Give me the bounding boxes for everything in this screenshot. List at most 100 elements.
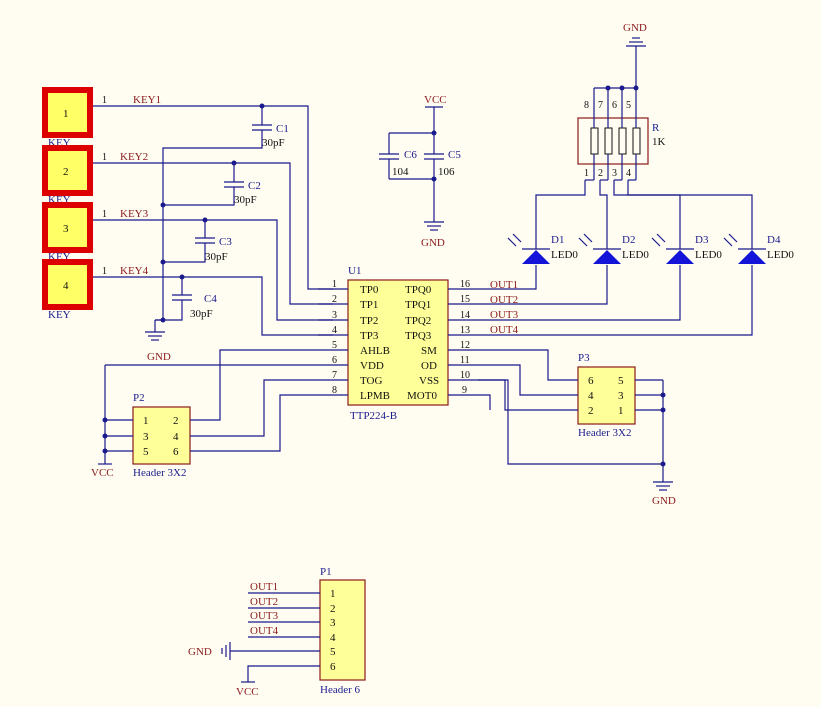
led-d1 bbox=[507, 180, 586, 264]
key2-pin-number: 1 bbox=[102, 152, 107, 163]
u1-pin-14-num: 14 bbox=[460, 310, 470, 321]
p1-name: P1 bbox=[320, 566, 332, 578]
vcc-label-caps: VCC bbox=[424, 94, 447, 106]
p1-part: Header 6 bbox=[320, 684, 361, 696]
c2-value: 30pF bbox=[234, 194, 257, 206]
u1-pin-7-num: 7 bbox=[332, 370, 337, 381]
net-out1-label: OUT1 bbox=[490, 279, 518, 291]
p3-pin-2: 2 bbox=[588, 405, 594, 417]
u1-pin-6-num: 6 bbox=[332, 355, 337, 366]
p1-pin-4: 4 bbox=[330, 632, 336, 644]
c1-value: 30pF bbox=[262, 137, 285, 149]
p2-pin-1: 1 bbox=[143, 415, 149, 427]
rnet-pin-6: 6 bbox=[612, 100, 617, 111]
u1-pin-1-num: 1 bbox=[332, 279, 337, 290]
p1-pin-6: 6 bbox=[330, 661, 336, 673]
net-out4-label: OUT4 bbox=[490, 324, 519, 336]
p1-pin-5: 5 bbox=[330, 646, 336, 658]
c6-value: 104 bbox=[392, 166, 409, 178]
net-out2-label: OUT2 bbox=[490, 294, 518, 306]
vcc-label-p1: VCC bbox=[236, 686, 259, 698]
gnd-label-caps: GND bbox=[421, 237, 445, 249]
header-p3 bbox=[478, 349, 673, 491]
u1-pin-5-num: 5 bbox=[332, 340, 337, 351]
u1-left-pin-names: TP0 TP1 TP2 TP3 AHLB VDD TOG LPMB bbox=[360, 284, 390, 402]
u1-pin-13-name: TPQ3 bbox=[405, 330, 432, 342]
u1-pin-8-name: LPMB bbox=[360, 390, 390, 402]
decoupling-capacitors bbox=[379, 106, 444, 231]
u1-pin-1-name: TP0 bbox=[360, 284, 379, 296]
key-pad-3: 3 KEY bbox=[42, 202, 93, 263]
p3-pin-3: 3 bbox=[618, 390, 624, 402]
key-pad-4: 4 KEY bbox=[42, 259, 93, 321]
p3-pin-1: 1 bbox=[618, 405, 624, 417]
key1-pin-number: 1 bbox=[102, 95, 107, 106]
u1-pin-2-num: 2 bbox=[332, 294, 337, 305]
rnet-pin-2: 2 bbox=[598, 168, 603, 179]
key-pad-4-number: 4 bbox=[63, 280, 69, 292]
u1-pin-2-name: TP1 bbox=[360, 299, 378, 311]
p3-pin-5: 5 bbox=[618, 375, 624, 387]
u1-pin-11-name: OD bbox=[421, 360, 437, 372]
u1-pin-13-num: 13 bbox=[460, 325, 470, 336]
p3-pin-6: 6 bbox=[588, 375, 594, 387]
key-pad-1: 1 KEY bbox=[42, 87, 93, 149]
rnet-pin-4: 4 bbox=[626, 168, 631, 179]
p2-pin-2: 2 bbox=[173, 415, 179, 427]
u1-pin-16-num: 16 bbox=[460, 279, 470, 290]
net-key4-label: KEY4 bbox=[120, 265, 149, 277]
d4-name: D4 bbox=[767, 234, 781, 246]
net-key3-label: KEY3 bbox=[120, 208, 149, 220]
gnd-label-rnet: GND bbox=[623, 22, 647, 34]
u1-designator: U1 bbox=[348, 265, 361, 277]
u1-pin-15-num: 15 bbox=[460, 294, 470, 305]
p2-pin-5: 5 bbox=[143, 446, 149, 458]
key-pad-3-number: 3 bbox=[63, 223, 69, 235]
net-key1-label: KEY1 bbox=[133, 94, 161, 106]
d1-value: LED0 bbox=[551, 249, 578, 261]
c1-name: C1 bbox=[276, 123, 289, 135]
u1-pin-10-name: VSS bbox=[419, 375, 439, 387]
c3-value: 30pF bbox=[205, 251, 228, 263]
key-pad-2: 2 KEY bbox=[42, 145, 93, 206]
d2-value: LED0 bbox=[622, 249, 649, 261]
p2-part: Header 3X2 bbox=[133, 467, 186, 479]
rnet-pin-3: 3 bbox=[612, 168, 617, 179]
u1-pin-3-num: 3 bbox=[332, 310, 337, 321]
key3-pin-number: 1 bbox=[102, 209, 107, 220]
p1-pin-1: 1 bbox=[330, 588, 336, 600]
p3-name: P3 bbox=[578, 352, 590, 364]
u1-pin-12-num: 12 bbox=[460, 340, 470, 351]
u1-pin-6-name: VDD bbox=[360, 360, 384, 372]
u1-pin-4-num: 4 bbox=[332, 325, 337, 336]
c3-name: C3 bbox=[219, 236, 232, 248]
d2-name: D2 bbox=[622, 234, 635, 246]
u1-right-pin-numbers: 16 15 14 13 12 11 10 9 bbox=[460, 279, 470, 396]
u1-chip bbox=[318, 279, 478, 406]
u1-pin-9-name: MOT0 bbox=[407, 390, 437, 402]
rnet-pin-7: 7 bbox=[598, 100, 603, 111]
c4-value: 30pF bbox=[190, 308, 213, 320]
p1-net-out4: OUT4 bbox=[250, 625, 279, 637]
p3-part: Header 3X2 bbox=[578, 427, 631, 439]
u1-pin-7-name: TOG bbox=[360, 375, 382, 387]
p2-name: P2 bbox=[133, 392, 145, 404]
c5-name: C5 bbox=[448, 149, 461, 161]
d3-name: D3 bbox=[695, 234, 709, 246]
p2-pin-3: 3 bbox=[143, 431, 149, 443]
u1-pin-4-name: TP3 bbox=[360, 330, 379, 342]
key-pad-4-label: KEY bbox=[48, 309, 71, 321]
gnd-label-p1: GND bbox=[188, 646, 212, 658]
u1-pin-8-num: 8 bbox=[332, 385, 337, 396]
u1-pin-11-num: 11 bbox=[460, 355, 470, 366]
p1-pin-3: 3 bbox=[330, 617, 336, 629]
rnet-pin-1: 1 bbox=[584, 168, 589, 179]
p1-net-out3: OUT3 bbox=[250, 610, 279, 622]
p2-pin-4: 4 bbox=[173, 431, 179, 443]
c5-value: 106 bbox=[438, 166, 455, 178]
net-out3-label: OUT3 bbox=[490, 309, 519, 321]
key-pad-1-number: 1 bbox=[63, 108, 69, 120]
u1-pin-5-name: AHLB bbox=[360, 345, 390, 357]
vcc-label-p2: VCC bbox=[91, 467, 114, 479]
